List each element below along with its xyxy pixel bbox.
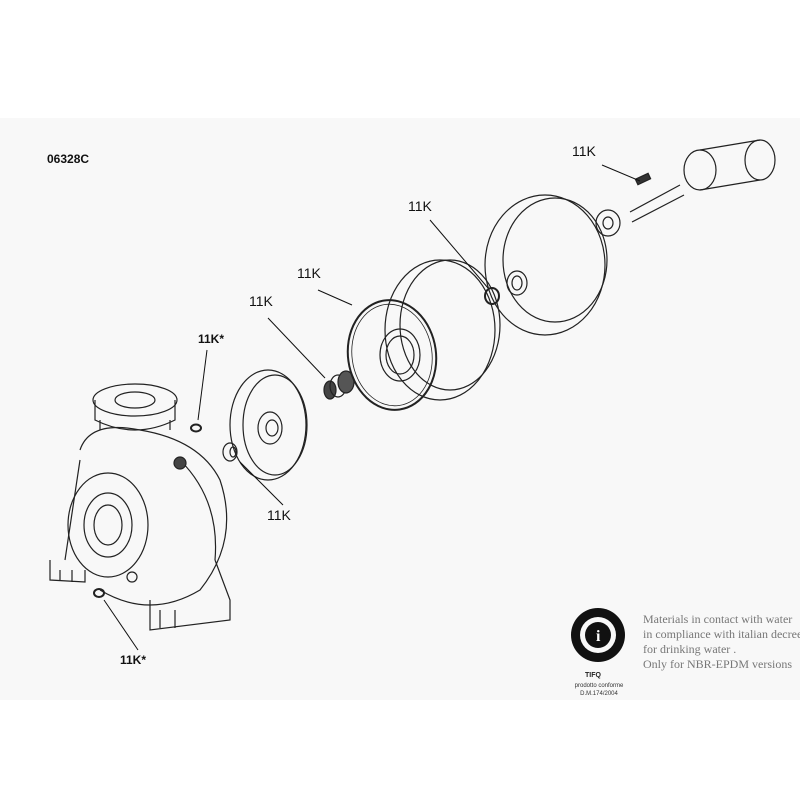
motor-shaft bbox=[629, 139, 776, 223]
washer bbox=[484, 287, 500, 305]
note-line4: Only for NBR-EPDM versions bbox=[643, 657, 792, 671]
part-label: 11K bbox=[572, 143, 596, 159]
part-label: 11K bbox=[249, 293, 273, 309]
bearing bbox=[595, 209, 621, 237]
leader-lines bbox=[103, 164, 641, 651]
part-label: 11K bbox=[408, 198, 432, 214]
impeller bbox=[229, 369, 308, 481]
seal-cover bbox=[379, 259, 501, 401]
note-line1: Materials in contact with water bbox=[643, 612, 793, 626]
cert-brand: TIFQ bbox=[585, 672, 601, 679]
note-line3: for drinking water . bbox=[643, 642, 737, 656]
cert-text: prodotto conforme D.M.174/2004 bbox=[566, 682, 632, 698]
o-ring-top bbox=[190, 423, 202, 433]
materials-note: Materials in contact with water in compl… bbox=[643, 612, 800, 672]
part-label: 11K bbox=[297, 265, 321, 281]
cert-line1: prodotto conforme bbox=[574, 683, 624, 689]
tifq-seal: i bbox=[571, 608, 625, 662]
drawing-code: 06328C bbox=[47, 152, 90, 166]
o-ring-bottom bbox=[93, 588, 105, 598]
cert-line2: D.M.174/2004 bbox=[580, 691, 618, 697]
casing-o-ring bbox=[346, 299, 438, 411]
part-label: 11K bbox=[267, 507, 291, 523]
svg-text:i: i bbox=[596, 628, 601, 645]
part-label: 11K* bbox=[120, 653, 147, 667]
part-label: 11K* bbox=[198, 332, 225, 346]
casing-o-ring-inner bbox=[351, 303, 433, 407]
pump-casing bbox=[49, 383, 231, 631]
note-line2: in compliance with italian decree bbox=[643, 627, 800, 641]
motor-bracket bbox=[484, 194, 608, 336]
mechanical-seal bbox=[323, 370, 355, 400]
